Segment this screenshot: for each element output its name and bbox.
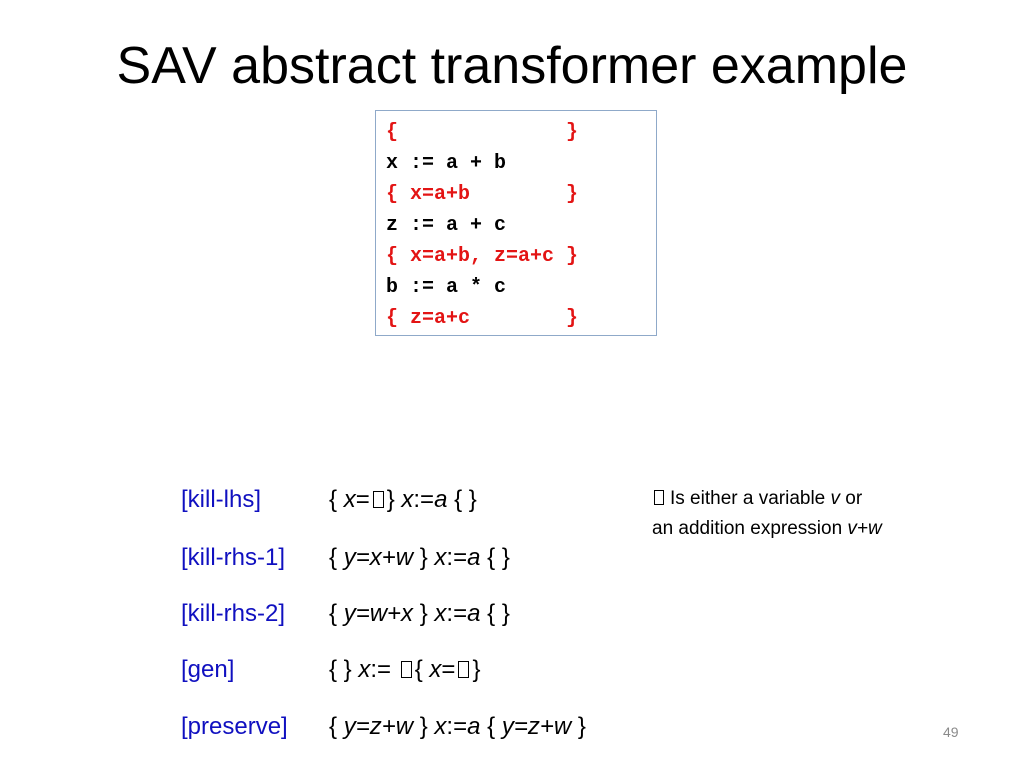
math-variable: y=x+w [343,544,414,571]
code-line: z := a + c [386,214,507,237]
code-line: b := a * c [386,276,507,299]
note-text: Is either a variable [670,488,831,509]
rule-text: { } [329,656,359,683]
rule-text: } [571,713,586,740]
page-number: 49 [943,724,959,740]
rule-text: := [413,486,435,513]
rule-text: { [329,713,344,740]
rule-text: { } [480,600,510,627]
code-line: { } [386,121,579,144]
rule-text: = [441,656,456,683]
rule-name-gen: [gen] [181,656,235,683]
rule-text: } [413,544,435,571]
note-expression: v+w [847,518,882,539]
rule-text: := [446,544,468,571]
rule-body-preserve: { y=z+w } x:=a { y=z+w } [329,712,586,742]
box-placeholder-icon [458,661,470,678]
rule-body-kill-lhs: { x=} x:=a { } [329,485,477,515]
rule-text: } [413,600,435,627]
math-variable: y=z+w [501,713,572,740]
box-placeholder-icon [372,491,384,508]
rule-text: = [355,486,370,513]
slide-title: SAV abstract transformer example [116,37,908,95]
math-variable: x [429,656,442,683]
rule-text: { } [480,544,510,571]
math-variable: y=w+x [343,600,414,627]
math-variable: a [467,544,481,571]
math-variable: y=z+w [343,713,414,740]
math-variable: x [343,486,356,513]
rule-text: { [480,713,502,740]
note-text: or [840,488,863,509]
box-symbol-note: Is either a variable v or an addition ex… [652,484,952,544]
rule-name-kill-rhs-1: [kill-rhs-1] [181,544,286,571]
code-example-box: { } x := a + b { x=a+b } z := a + c { x=… [375,110,657,336]
rule-name-kill-rhs-2: [kill-rhs-2] [181,600,286,627]
math-variable: x [434,544,447,571]
rule-text: } [472,656,481,683]
rule-body-kill-rhs-2: { y=w+x } x:=a { } [329,599,510,629]
rule-text: := [446,600,468,627]
rule-text: := [370,656,398,683]
math-variable: a [467,713,481,740]
code-line: { x=a+b, z=a+c } [386,245,579,268]
rule-text: { [414,656,430,683]
math-variable: a [467,600,481,627]
code-line: x := a + b [386,152,507,175]
rule-text: { [329,486,344,513]
box-placeholder-icon [654,490,664,505]
rule-body-gen: { } x:= { x=} [329,655,480,685]
note-line-2: an addition expression v+w [652,514,952,544]
rule-name-kill-lhs: [kill-lhs] [181,486,262,513]
math-variable: a [434,486,448,513]
math-variable: x [358,656,371,683]
rule-text: := [446,713,468,740]
note-variable: v [830,488,841,509]
box-placeholder-icon [400,661,412,678]
note-line-1: Is either a variable v or [652,484,952,514]
note-text: an addition expression [652,518,848,539]
code-line: { x=a+b } [386,183,579,206]
rule-name-preserve: [preserve] [181,713,288,740]
rule-text: { [329,600,344,627]
rule-text: { [329,544,344,571]
rule-text: { } [447,486,477,513]
math-variable: x [434,713,447,740]
rule-body-kill-rhs-1: { y=x+w } x:=a { } [329,543,510,573]
math-variable: x [434,600,447,627]
code-line: { z=a+c } [386,307,579,330]
rule-text: } [413,713,435,740]
math-variable: x [401,486,414,513]
rule-text: } [386,486,402,513]
